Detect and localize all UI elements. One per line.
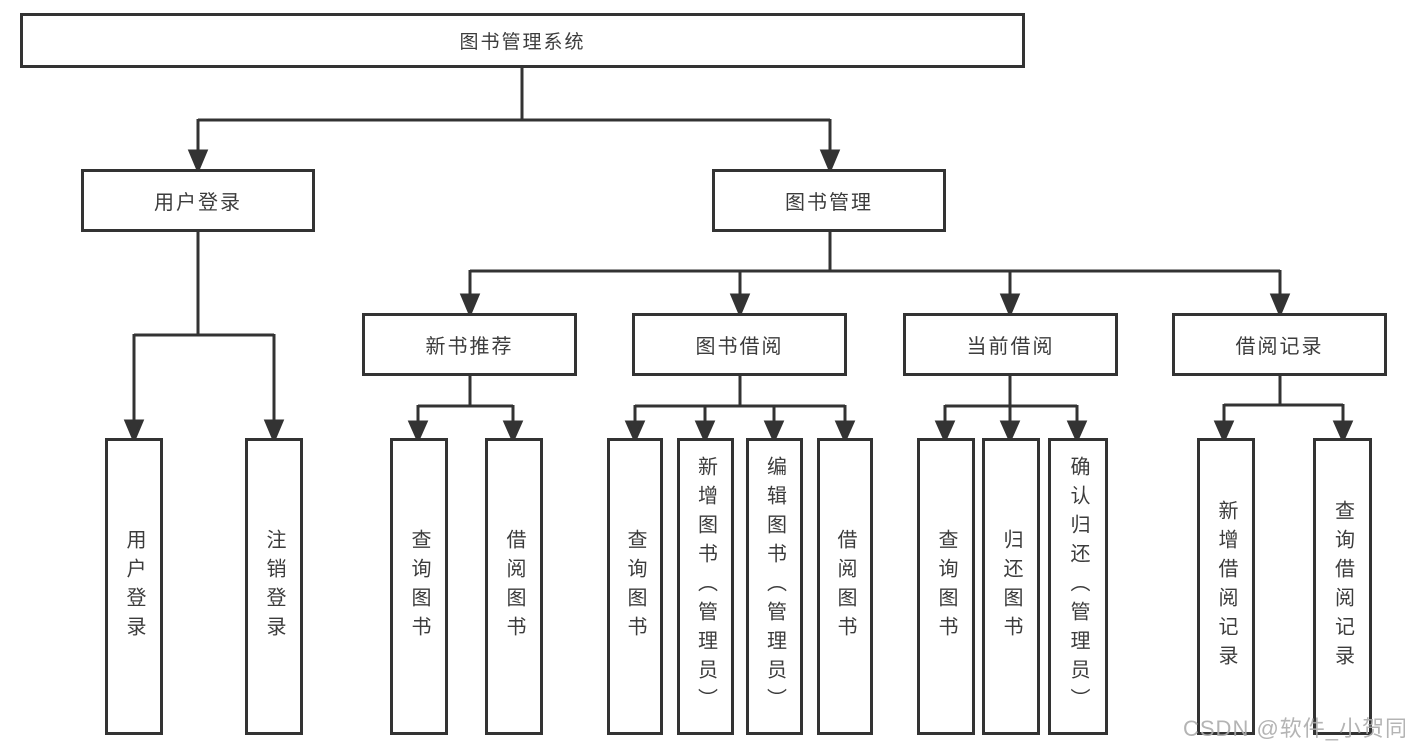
node-book-borrow: 图书借阅 bbox=[632, 313, 847, 376]
arrow-down-icon bbox=[187, 149, 209, 174]
leaf-query-book-2-label: 查询图书 bbox=[624, 528, 646, 645]
leaf-edit-book-admin: 编辑图书（管理员） bbox=[746, 438, 803, 735]
leaf-return-book: 归还图书 bbox=[982, 438, 1040, 735]
connector-current-borrow-to-leaves bbox=[934, 375, 1088, 444]
node-root: 图书管理系统 bbox=[20, 13, 1025, 68]
node-new-book-recommend-label: 新书推荐 bbox=[425, 336, 514, 358]
leaf-query-book-1: 查询图书 bbox=[390, 438, 448, 735]
connector-book-mgmt-to-level3 bbox=[459, 231, 1291, 318]
arrow-down-icon bbox=[624, 420, 646, 444]
node-user-login: 用户登录 bbox=[81, 169, 315, 232]
node-user-login-label: 用户登录 bbox=[154, 192, 242, 214]
leaf-borrow-book-2-label: 借阅图书 bbox=[834, 528, 856, 645]
leaf-confirm-return-admin-label: 确认归还（管理员） bbox=[1067, 456, 1089, 717]
connector-user-login-to-leaves bbox=[123, 231, 285, 444]
arrow-down-icon bbox=[819, 149, 841, 174]
leaf-user-login-label: 用户登录 bbox=[123, 528, 145, 645]
leaf-borrow-book-2: 借阅图书 bbox=[817, 438, 873, 735]
arrow-down-icon bbox=[763, 420, 785, 444]
leaf-query-borrow-record: 查询借阅记录 bbox=[1313, 438, 1372, 735]
leaf-query-book-1-label: 查询图书 bbox=[408, 528, 430, 645]
leaf-add-borrow-record-label: 新增借阅记录 bbox=[1215, 499, 1237, 674]
leaf-query-borrow-record-label: 查询借阅记录 bbox=[1331, 499, 1354, 674]
arrow-down-icon bbox=[729, 293, 751, 318]
connector-borrow-record-to-leaves bbox=[1213, 375, 1354, 444]
node-root-label: 图书管理系统 bbox=[459, 32, 586, 53]
leaf-add-borrow-record: 新增借阅记录 bbox=[1197, 438, 1255, 735]
node-new-book-recommend: 新书推荐 bbox=[362, 313, 577, 376]
arrow-down-icon bbox=[1213, 420, 1235, 444]
leaf-confirm-return-admin: 确认归还（管理员） bbox=[1048, 438, 1108, 735]
node-book-management: 图书管理 bbox=[712, 169, 946, 232]
arrow-down-icon bbox=[1332, 420, 1354, 444]
node-borrow-record-label: 借阅记录 bbox=[1235, 336, 1324, 358]
connector-new-book-to-leaves bbox=[407, 375, 524, 444]
arrow-down-icon bbox=[407, 420, 429, 444]
node-current-borrow-label: 当前借阅 bbox=[966, 336, 1055, 358]
leaf-borrow-book-1: 借阅图书 bbox=[485, 438, 543, 735]
node-current-borrow: 当前借阅 bbox=[903, 313, 1118, 376]
leaf-add-book-admin: 新增图书（管理员） bbox=[677, 438, 734, 735]
arrow-down-icon bbox=[1269, 293, 1291, 318]
leaf-add-book-admin-label: 新增图书（管理员） bbox=[694, 456, 717, 717]
csdn-watermark: CSDN @软件_小贺同学 bbox=[1183, 716, 1405, 741]
arrow-down-icon bbox=[694, 420, 716, 444]
leaf-query-book-3-label: 查询图书 bbox=[935, 528, 957, 645]
arrow-down-icon bbox=[263, 419, 285, 444]
node-borrow-record: 借阅记录 bbox=[1172, 313, 1387, 376]
leaf-logout: 注销登录 bbox=[245, 438, 303, 735]
node-book-borrow-label: 图书借阅 bbox=[695, 336, 784, 358]
arrow-down-icon bbox=[999, 293, 1021, 318]
arrow-down-icon bbox=[502, 420, 524, 444]
node-book-management-label: 图书管理 bbox=[785, 192, 873, 214]
arrow-down-icon bbox=[934, 420, 956, 444]
leaf-user-login: 用户登录 bbox=[105, 438, 163, 735]
leaf-borrow-book-1-label: 借阅图书 bbox=[503, 528, 525, 645]
arrow-down-icon bbox=[1066, 420, 1088, 444]
arrow-down-icon bbox=[459, 293, 481, 318]
leaf-logout-label: 注销登录 bbox=[263, 528, 285, 645]
connector-root-to-level2 bbox=[187, 66, 841, 174]
connector-book-borrow-to-leaves bbox=[624, 375, 856, 444]
leaf-edit-book-admin-label: 编辑图书（管理员） bbox=[763, 456, 786, 717]
leaf-query-book-2: 查询图书 bbox=[607, 438, 663, 735]
arrow-down-icon bbox=[999, 420, 1021, 444]
leaf-query-book-3: 查询图书 bbox=[917, 438, 975, 735]
arrow-down-icon bbox=[834, 420, 856, 444]
arrow-down-icon bbox=[123, 419, 145, 444]
leaf-return-book-label: 归还图书 bbox=[1000, 528, 1022, 645]
